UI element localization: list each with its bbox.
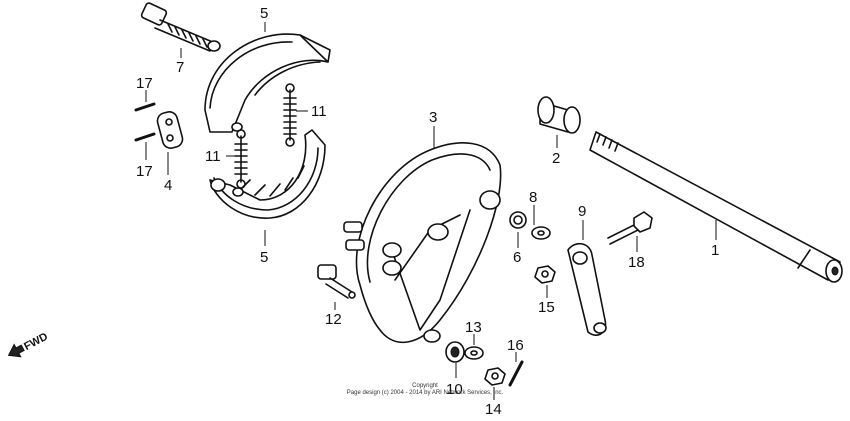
- part-18-bolt: [607, 211, 653, 245]
- part-14-nut: [484, 367, 506, 386]
- callout-18: 18: [628, 254, 645, 271]
- part-1-axle: [589, 131, 843, 283]
- fwd-direction-indicator: FWD: [7, 331, 50, 358]
- callout-12: 12: [325, 311, 342, 328]
- callout-16: 16: [507, 337, 524, 354]
- part-5-brake-shoe-lower: [209, 129, 326, 219]
- callout-5-bottom: 5: [260, 249, 268, 266]
- callout-5-top: 5: [260, 5, 268, 22]
- part-7-brake-cam: [140, 2, 221, 52]
- part-9-brake-arm: [567, 242, 607, 336]
- part-15-nut: [534, 265, 556, 284]
- callout-11-left: 11: [205, 148, 221, 165]
- part-17-pin-upper: [134, 102, 156, 112]
- callout-11-right: 11: [311, 103, 327, 120]
- part-11-spring-left: [234, 129, 248, 189]
- callout-8: 8: [529, 189, 537, 206]
- callout-13: 13: [465, 319, 482, 336]
- part-17-pin-lower: [134, 132, 156, 142]
- leader-lines: [145, 22, 717, 400]
- part-5-brake-shoe-upper: [204, 33, 331, 133]
- part-13-washer: [464, 346, 484, 360]
- part-8-washer: [531, 226, 551, 240]
- part-3-brake-panel: [343, 142, 502, 344]
- callout-15: 15: [538, 299, 555, 316]
- callout-9: 9: [578, 203, 586, 220]
- callout-2: 2: [552, 150, 560, 167]
- part-11-spring-right: [283, 83, 297, 147]
- fwd-label: FWD: [22, 331, 50, 353]
- callout-10: 10: [446, 381, 463, 398]
- copyright-heading: Copyright: [412, 383, 438, 389]
- part-4-plate: [156, 111, 184, 149]
- callout-14: 14: [485, 401, 502, 418]
- callout-7: 7: [176, 59, 184, 76]
- callout-17-bottom: 17: [136, 163, 153, 180]
- part-2-collar: [537, 96, 581, 134]
- callout-17-top: 17: [136, 75, 153, 92]
- copyright-notice: Page design (c) 2004 - 2014 by ARI Netwo…: [346, 390, 504, 396]
- callout-1: 1: [711, 242, 719, 259]
- part-16-cotter-pin: [508, 360, 524, 387]
- part-12-bolt: [317, 264, 356, 299]
- callout-6: 6: [513, 249, 521, 266]
- part-6-seal: [509, 211, 527, 229]
- part-10-seal: [445, 341, 465, 363]
- fwd-arrow-icon: [7, 343, 25, 358]
- callout-3: 3: [429, 109, 437, 126]
- callout-4: 4: [164, 177, 172, 194]
